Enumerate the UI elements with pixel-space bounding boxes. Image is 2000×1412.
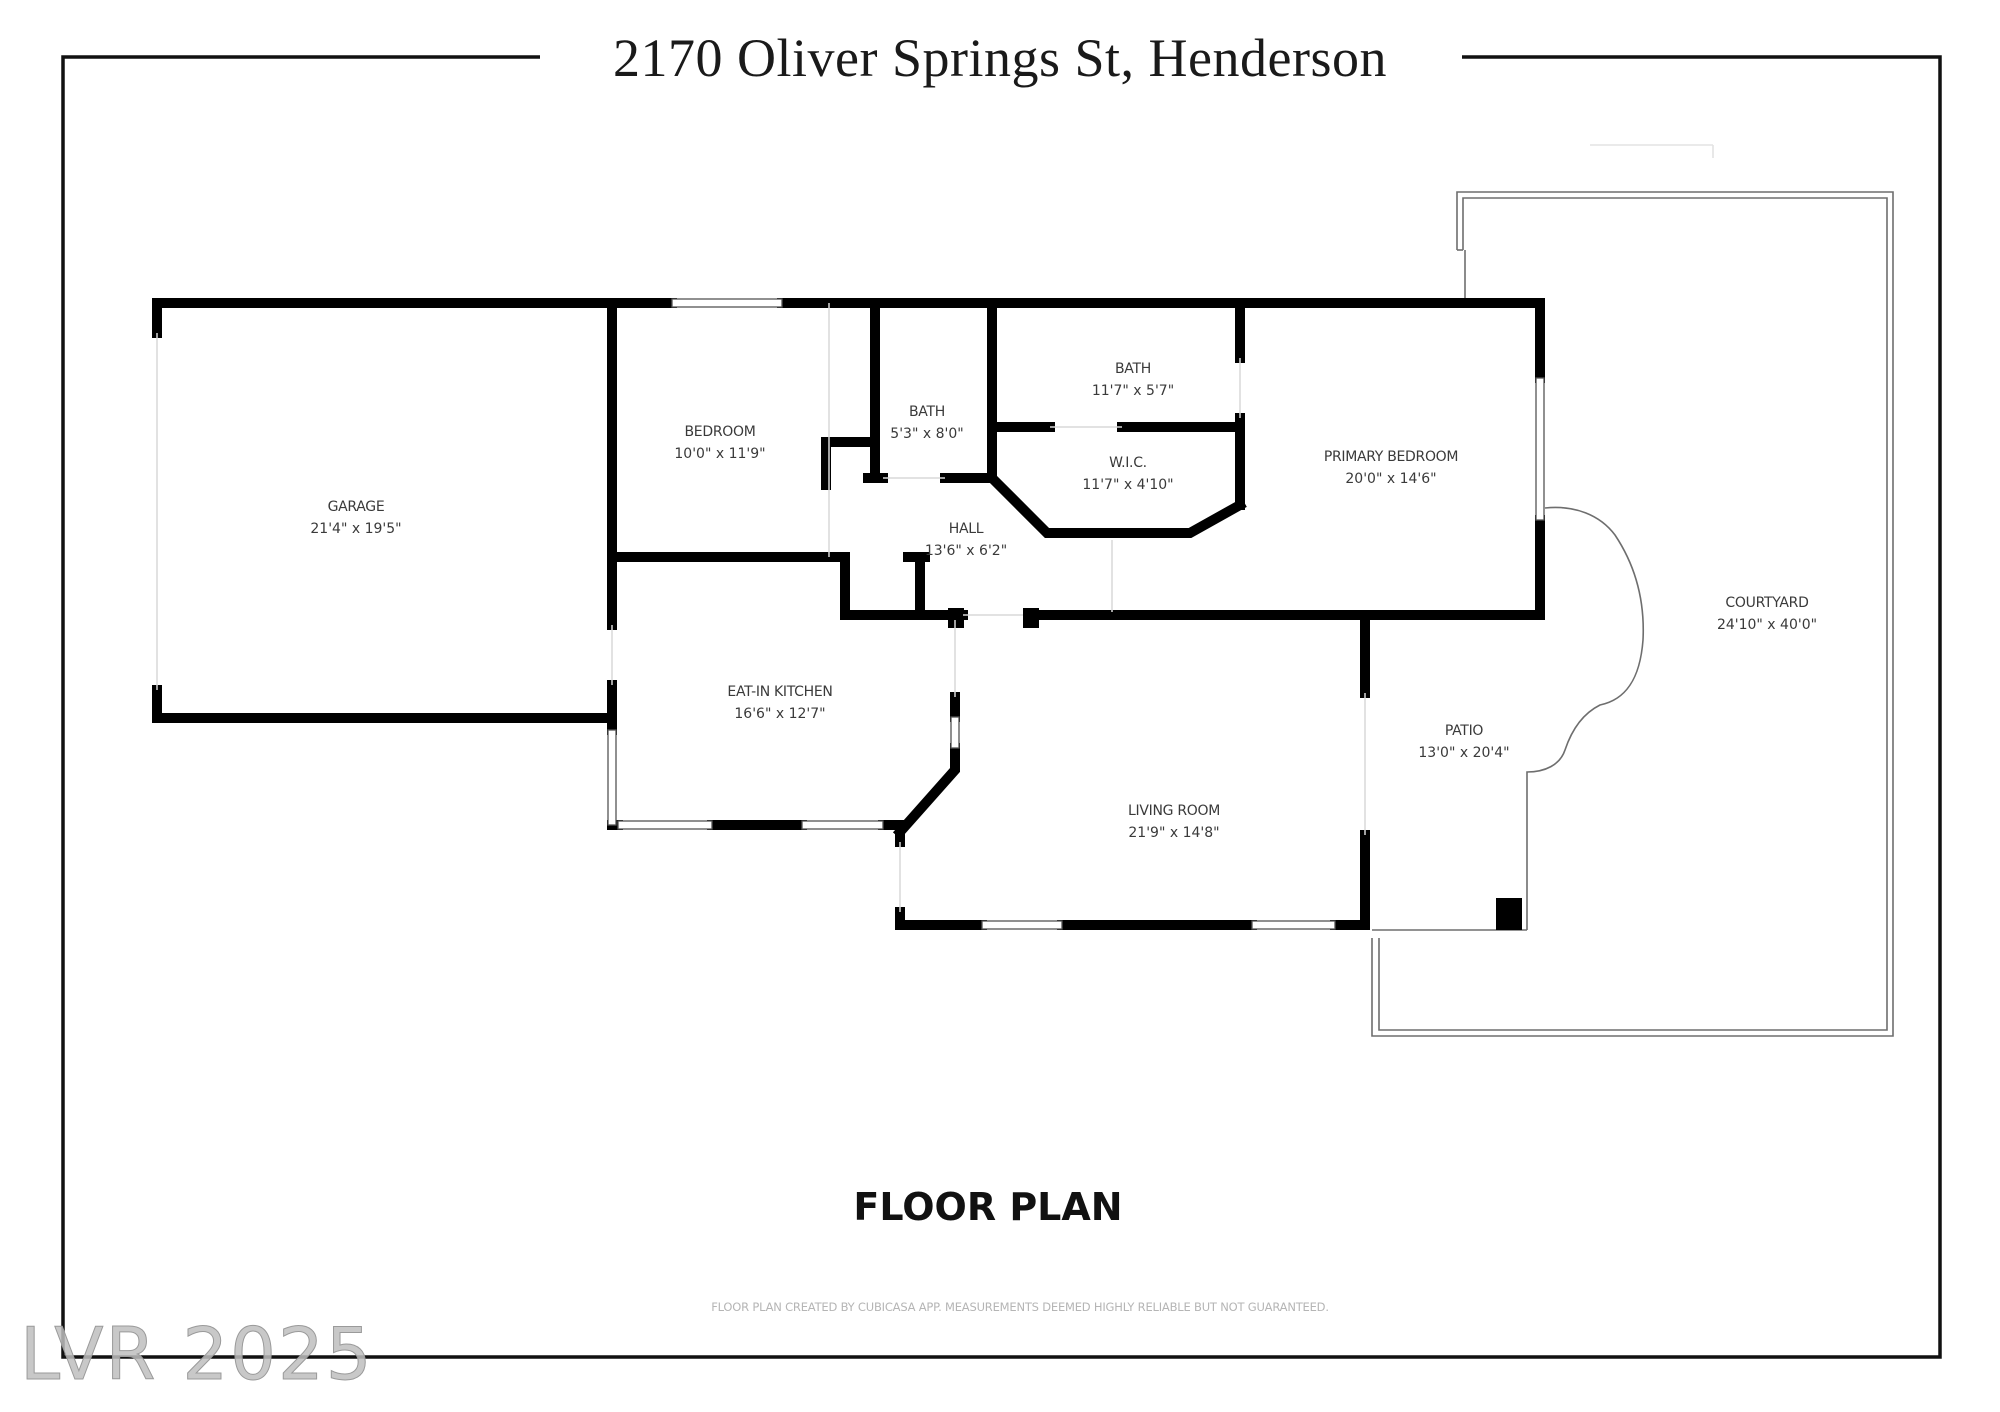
room-name: GARAGE [327,499,385,515]
room-hall: HALL 13'6" x 6'2" [925,518,1007,562]
property-address-title: 2170 Oliver Springs St, Henderson [545,20,1455,96]
page-frame [61,55,1942,1359]
room-dimensions: 16'6" x 12'7" [734,706,826,722]
room-dimensions: 20'0" x 14'6" [1345,471,1437,487]
room-name: W.I.C. [1109,455,1147,471]
room-patio: PATIO 13'0" x 20'4" [1418,720,1509,764]
courtyard-outline [1371,144,1894,1037]
floor-plan-heading: FLOOR PLAN [853,1185,1123,1229]
room-living-room: LIVING ROOM 21'9" x 14'8" [1128,800,1220,844]
walls [152,298,1545,930]
watermark: LVR 2025 [20,1312,374,1396]
room-name: BATH [909,404,945,420]
room-name: EAT-IN KITCHEN [727,684,833,700]
room-dimensions: 21'9" x 14'8" [1128,825,1220,841]
disclaimer-text: FLOOR PLAN CREATED BY CUBICASA APP. MEAS… [711,1300,1329,1314]
room-name: HALL [948,521,984,537]
room-name: BATH [1115,361,1151,377]
room-dimensions: 5'3" x 8'0" [890,426,964,442]
windows [607,298,1545,930]
room-dimensions: 11'7" x 4'10" [1082,477,1174,493]
room-primary-bedroom: PRIMARY BEDROOM 20'0" x 14'6" [1323,446,1459,490]
room-dimensions: 13'6" x 6'2" [924,543,1008,559]
room-bedroom: BEDROOM 10'0" x 11'9" [674,421,765,465]
room-courtyard: COURTYARD 24'10" x 40'0" [1717,592,1817,636]
room-garage: GARAGE 21'4" x 19'5" [310,496,401,540]
room-name: COURTYARD [1725,595,1809,611]
door-jambs [948,608,1522,930]
room-eat-in-kitchen: EAT-IN KITCHEN 16'6" x 12'7" [727,681,832,725]
room-dimensions: 11'7" x 5'7" [1091,383,1175,399]
room-bath-primary: BATH 11'7" x 5'7" [1092,358,1174,402]
room-dimensions: 13'0" x 20'4" [1418,745,1510,761]
room-name: PATIO [1444,723,1484,739]
room-name: LIVING ROOM [1128,803,1220,819]
room-dimensions: 21'4" x 19'5" [310,521,402,537]
room-bath-secondary: BATH 5'3" x 8'0" [890,401,963,445]
openings [156,303,1366,912]
room-name: PRIMARY BEDROOM [1323,449,1459,465]
room-dimensions: 10'0" x 11'9" [674,446,766,462]
room-walk-in-closet: W.I.C. 11'7" x 4'10" [1082,452,1173,496]
room-name: BEDROOM [684,424,756,440]
room-dimensions: 24'10" x 40'0" [1716,617,1818,633]
